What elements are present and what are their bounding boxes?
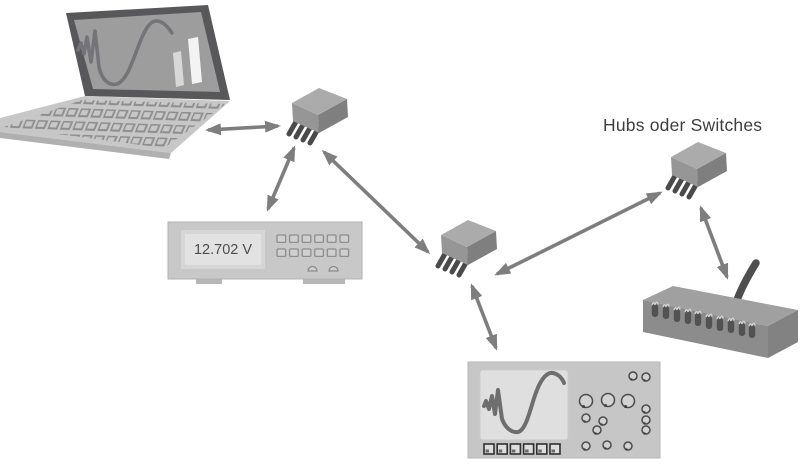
- connections: [205, 120, 729, 351]
- oscilloscope-waveform: [482, 370, 566, 435]
- oscilloscope-knobs: [578, 371, 651, 451]
- laptop-bar-large: [188, 37, 202, 84]
- multimeter-foot-left: [196, 276, 222, 284]
- switch-top: [643, 286, 798, 326]
- arrow-hub2-oscilloscope: [470, 283, 498, 351]
- multimeter-reading: 12.702 V: [194, 242, 252, 258]
- arrow-hub1-multimeter: [266, 145, 296, 212]
- laptop-bar-small: [173, 51, 184, 87]
- multimeter-foot-right: [303, 276, 345, 284]
- laptop-waveform: [76, 19, 174, 87]
- laptop-keyboard: [4, 100, 226, 148]
- multimeter-buttons: [276, 234, 350, 258]
- oscilloscope-icon: [467, 361, 661, 459]
- laptop-base-rim: [0, 132, 171, 159]
- multimeter-knobs: [307, 265, 339, 272]
- switch-antenna: [733, 259, 760, 304]
- multimeter-display: [185, 234, 261, 265]
- arrow-hub2-hub3: [494, 191, 663, 276]
- laptop-icon: [0, 5, 230, 159]
- oscilloscope-buttons: [483, 443, 561, 455]
- oscilloscope-knob-dots: [582, 378, 646, 451]
- hub-1-icon: [289, 88, 348, 143]
- arrow-hub3-switch: [699, 205, 729, 280]
- hubs-or-switches-label: Hubs oder Switches: [603, 115, 763, 135]
- arrow-laptop-hub1: [205, 120, 281, 136]
- multimeter-icon: 12.702 V: [167, 221, 363, 284]
- laptop-screen: [74, 12, 220, 92]
- arrow-hub1-hub2: [321, 149, 431, 255]
- hub-2-icon: [438, 220, 497, 275]
- hub-3-icon: [668, 142, 727, 197]
- switch-side: [768, 310, 798, 358]
- switch-antenna-icon: [643, 259, 798, 358]
